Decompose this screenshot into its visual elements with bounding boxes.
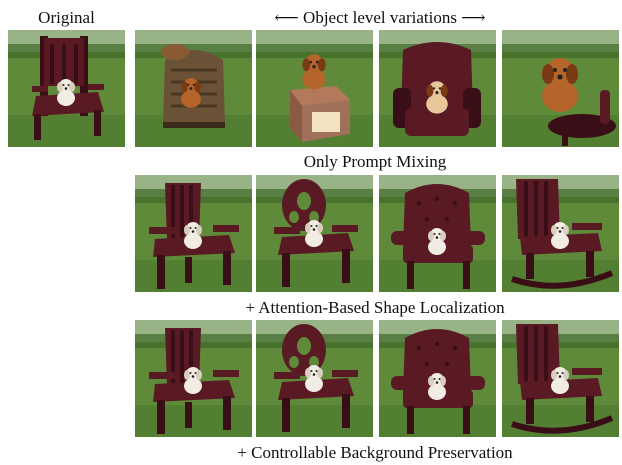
wicker-chair-variation-illustration <box>135 30 252 147</box>
box-stool-variation <box>256 30 373 147</box>
armchair-variation-illustration <box>379 30 496 147</box>
original-image <box>8 30 125 147</box>
attention-tufted-chair <box>379 320 496 437</box>
prompt-mixing-slatted-chair-illustration <box>135 175 252 292</box>
background-preservation-label: + Controllable Background Preservation <box>237 443 513 462</box>
wicker-chair-variation <box>135 30 252 147</box>
prompt-mixing-rocking-chair-illustration <box>502 175 619 292</box>
prompt-mixing-tufted-chair-illustration <box>379 175 496 292</box>
prompt-mixing-slatted-chair <box>135 175 252 292</box>
prompt-mixing-oval-back-chair <box>256 175 373 292</box>
prompt-mixing-label: Only Prompt Mixing <box>303 152 447 171</box>
attention-oval-back-chair-illustration <box>256 320 373 437</box>
attention-slatted-chair-illustration <box>135 320 252 437</box>
big-dog-variation-illustration <box>502 30 619 147</box>
attention-oval-back-chair <box>256 320 373 437</box>
prompt-mixing-rocking-chair <box>502 175 619 292</box>
prompt-mixing-oval-back-chair-illustration <box>256 175 373 292</box>
box-stool-variation-illustration <box>256 30 373 147</box>
attention-rocking-chair <box>502 320 619 437</box>
armchair-variation <box>379 30 496 147</box>
prompt-mixing-tufted-chair <box>379 175 496 292</box>
attention-shape-localization-label: + Attention-Based Shape Localization <box>245 298 505 317</box>
attention-tufted-chair-illustration <box>379 320 496 437</box>
big-dog-variation <box>502 30 619 147</box>
original-label: Original <box>38 8 95 27</box>
attention-slatted-chair <box>135 320 252 437</box>
attention-rocking-chair-illustration <box>502 320 619 437</box>
object-level-variations-label: ⟵ Object level variations ⟶ <box>274 8 486 27</box>
original-image-illustration <box>8 30 125 147</box>
